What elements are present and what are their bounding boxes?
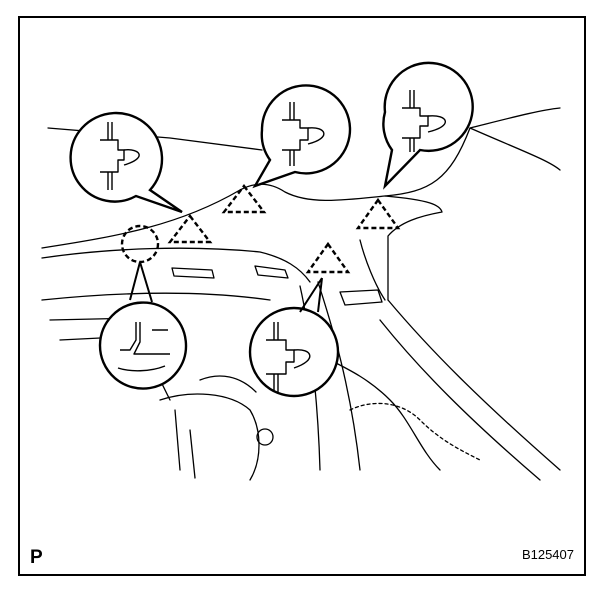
dash-vent bbox=[171, 267, 215, 279]
round-part bbox=[256, 428, 274, 446]
warning-triangle-icon bbox=[355, 197, 401, 230]
figure-id: B125407 bbox=[521, 547, 574, 562]
callout-bubble-left bbox=[69, 111, 183, 214]
clip-detail-icon bbox=[117, 322, 170, 372]
wiring-line bbox=[329, 359, 441, 471]
warning-triangle-icon bbox=[221, 184, 267, 214]
door-frame-curve bbox=[387, 299, 561, 471]
door-frame-inner bbox=[379, 319, 541, 481]
a-pillar-outline bbox=[317, 281, 361, 471]
warning-triangle-icon bbox=[167, 214, 213, 244]
dashboard-lower-line bbox=[41, 292, 271, 301]
seat-outline bbox=[159, 393, 260, 481]
dashboard-top-line bbox=[41, 247, 311, 283]
callout-bubble-mid bbox=[252, 84, 352, 189]
clip-detail-icon bbox=[266, 322, 311, 392]
seat-outline-2 bbox=[199, 375, 257, 393]
clip-detail-icon bbox=[402, 90, 446, 152]
harness-coil bbox=[349, 402, 481, 461]
dashed-circle-icon bbox=[120, 224, 160, 264]
pointer-lower-right bbox=[299, 277, 323, 313]
clip-detail-icon bbox=[100, 122, 140, 190]
warning-triangle-icon bbox=[305, 241, 351, 274]
corner-letter: P bbox=[30, 547, 43, 568]
console-shape bbox=[174, 409, 196, 479]
pillar-trim-line bbox=[359, 239, 386, 301]
roof-side-line bbox=[469, 127, 561, 171]
dash-vent-2 bbox=[254, 265, 289, 279]
callout-bubble-lower-left bbox=[98, 301, 188, 390]
pillar-front-edge bbox=[384, 195, 443, 301]
diagram-frame bbox=[18, 16, 586, 576]
pillar-bracket bbox=[339, 289, 383, 306]
pointer-lower-left bbox=[129, 261, 153, 303]
clip-detail-icon bbox=[282, 102, 325, 166]
